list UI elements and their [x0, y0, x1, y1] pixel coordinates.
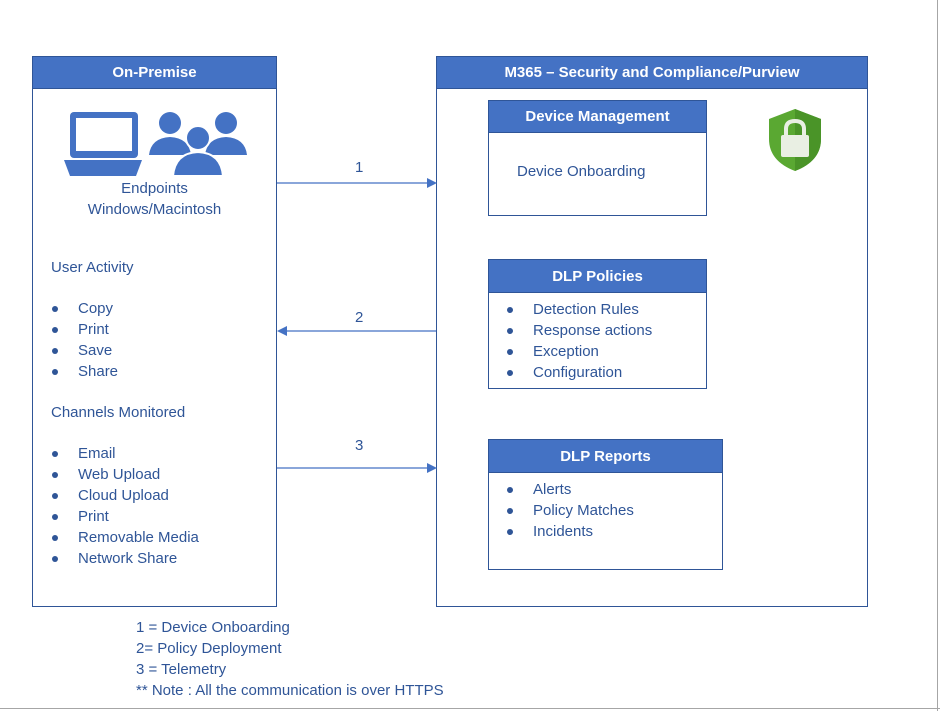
- legend-item: 3 = Telemetry: [136, 661, 227, 678]
- m365-header: M365 – Security and Compliance/Purview: [437, 57, 867, 89]
- list-item: Email: [52, 443, 199, 464]
- users-icon: [149, 112, 247, 177]
- endpoints-label: Endpoints: [121, 180, 188, 197]
- list-item: Share: [52, 361, 118, 382]
- dlp-reports-header: DLP Reports: [489, 440, 722, 473]
- list-item: Alerts: [507, 479, 634, 500]
- endpoints-os-label: Windows/Macintosh: [87, 201, 222, 218]
- connector-1-label: 1: [355, 159, 364, 176]
- legend: 1 = Device Onboarding 2= Policy Deployme…: [136, 617, 444, 701]
- list-item: Incidents: [507, 521, 634, 542]
- laptop-icon: [64, 112, 142, 176]
- on-premise-header: On-Premise: [33, 57, 276, 89]
- list-item: Exception: [507, 341, 652, 362]
- m365-title: M365 – Security and Compliance/Purview: [504, 64, 800, 81]
- list-item: Copy: [52, 298, 118, 319]
- list-item: Configuration: [507, 362, 652, 383]
- legend-item: 2= Policy Deployment: [136, 640, 282, 657]
- list-item: Web Upload: [52, 464, 199, 485]
- list-item: Detection Rules: [507, 299, 652, 320]
- on-premise-box: On-Premise Endpoints Windows/Macintosh U…: [32, 56, 277, 607]
- dlp-policies-box: DLP Policies Detection Rules Response ac…: [488, 259, 707, 389]
- connector-2-arrow: [277, 326, 436, 336]
- connector-3-label: 3: [355, 437, 364, 454]
- list-item: Removable Media: [52, 527, 199, 548]
- list-item: Response actions: [507, 320, 652, 341]
- frame-right-edge: [937, 0, 938, 711]
- list-item: Print: [52, 506, 199, 527]
- frame-bottom-edge: [0, 708, 940, 709]
- user-activity-list: Copy Print Save Share: [52, 298, 118, 382]
- dlp-reports-title: DLP Reports: [560, 447, 651, 465]
- channels-list: Email Web Upload Cloud Upload Print Remo…: [52, 443, 199, 569]
- dlp-policies-list: Detection Rules Response actions Excepti…: [507, 299, 652, 383]
- on-premise-title: On-Premise: [112, 64, 197, 81]
- device-management-box: Device Management Device Onboarding: [488, 100, 707, 216]
- dlp-reports-box: DLP Reports Alerts Policy Matches Incide…: [488, 439, 723, 570]
- connector-3-arrow: [277, 463, 437, 473]
- device-onboarding-label: Device Onboarding: [517, 163, 646, 180]
- dlp-policies-title: DLP Policies: [552, 267, 643, 285]
- device-management-header: Device Management: [489, 101, 706, 133]
- legend-item: 1 = Device Onboarding: [136, 619, 290, 636]
- list-item: Network Share: [52, 548, 199, 569]
- legend-note: ** Note : All the communication is over …: [136, 682, 444, 699]
- dlp-reports-list: Alerts Policy Matches Incidents: [507, 479, 634, 542]
- list-item: Cloud Upload: [52, 485, 199, 506]
- list-item: Policy Matches: [507, 500, 634, 521]
- list-item: Save: [52, 340, 118, 361]
- connector-2-label: 2: [355, 309, 364, 326]
- dlp-policies-header: DLP Policies: [489, 260, 706, 293]
- list-item: Print: [52, 319, 118, 340]
- user-activity-heading: User Activity: [51, 259, 134, 276]
- shield-lock-icon: [769, 109, 821, 171]
- connector-1-arrow: [277, 178, 437, 188]
- channels-heading: Channels Monitored: [51, 404, 186, 421]
- device-management-title: Device Management: [525, 108, 670, 125]
